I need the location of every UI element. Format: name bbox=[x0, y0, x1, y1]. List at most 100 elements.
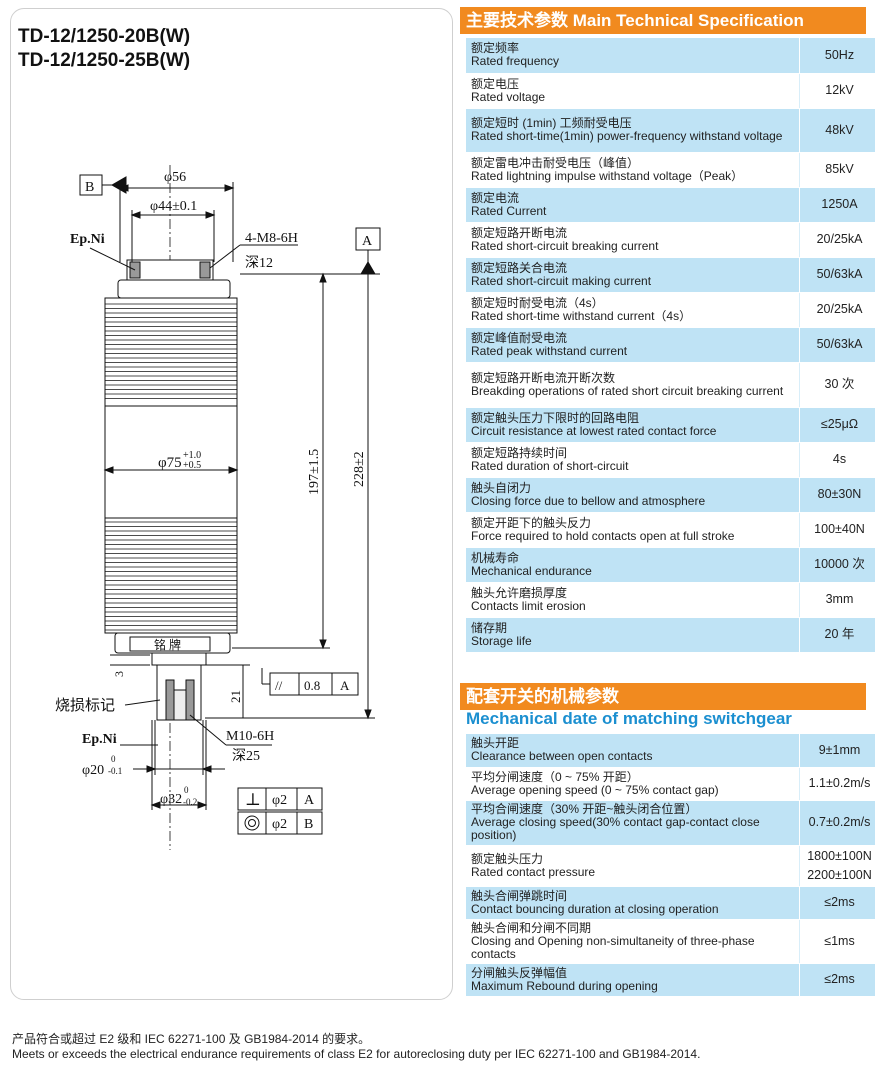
spec-value-text: 0.7±0.2m/s bbox=[808, 815, 871, 829]
concentricity-value: φ2 bbox=[272, 817, 287, 832]
dim-32-tol-upper: 0 bbox=[184, 785, 189, 795]
spec-value-text: 10000 次 bbox=[814, 557, 865, 571]
ep-ni-bottom-text: Ep.Ni bbox=[82, 732, 117, 747]
spec-value-text: 3mm bbox=[825, 592, 854, 606]
spec-value-text: 12kV bbox=[825, 83, 854, 97]
spec-label-zh: 额定雷电冲击耐受电压（峰值） bbox=[471, 155, 640, 170]
bottom-thread-right bbox=[185, 679, 195, 721]
dim-32-text: φ32 bbox=[160, 792, 182, 807]
spec-label-en: Mechanical endurance bbox=[471, 563, 592, 578]
spec-label-en: Closing force due to bellow and atmosphe… bbox=[471, 493, 706, 508]
dim-197-text: 197±1.5 bbox=[307, 449, 322, 495]
ep-ni-top-leader bbox=[89, 247, 136, 271]
spec-label-en: Circuit resistance at lowest rated conta… bbox=[471, 423, 717, 438]
spec-label-en: Rated short-circuit making current bbox=[471, 273, 652, 288]
technical-drawing: B A φ56 φ44±0.1 Ep.Ni 4-M8-6H 深12 φ75 +1… bbox=[55, 165, 381, 850]
spec-value-text: 20/25kA bbox=[816, 302, 863, 316]
spec-label-en: Contacts limit erosion bbox=[471, 598, 586, 613]
dim-56-text: φ56 bbox=[164, 170, 186, 185]
dim-44-text: φ44±0.1 bbox=[150, 199, 197, 214]
spec-label-zh: 额定开距下的触头反力 bbox=[471, 515, 592, 530]
spec-value-text: 1800±100N bbox=[807, 848, 872, 863]
spec-value-text-2: 2200±100N bbox=[807, 867, 872, 882]
spec-label-en: Contact bouncing duration at closing ope… bbox=[471, 901, 719, 916]
spec-value: 3mm bbox=[799, 582, 875, 618]
spec-label-en: Rated frequency bbox=[471, 54, 560, 69]
spec-label-en: Closing and Opening non-simultaneity of … bbox=[471, 933, 755, 961]
spec-label-en: Rated short-time(1min) power-frequency w… bbox=[471, 129, 783, 143]
spec-row: 平均合闸速度（30% 开距~触头闭合位置）Average closing spe… bbox=[466, 800, 875, 846]
spec-row: 额定雷电冲击耐受电压（峰值）Rated lightning impulse wi… bbox=[466, 152, 875, 188]
spec-value: 1800±100N 2200±100N bbox=[799, 845, 875, 887]
upper-ribs bbox=[105, 303, 237, 399]
spec-label-zh: 分闸触头反弹幅值 bbox=[471, 965, 568, 980]
spec-value: ≤2ms bbox=[799, 886, 875, 920]
spec-value: ≤1ms bbox=[799, 919, 875, 964]
spec-label-zh: 额定频率 bbox=[471, 41, 520, 56]
spec-value: 50Hz bbox=[799, 38, 875, 74]
depth-top-text: 深12 bbox=[245, 255, 273, 271]
perpendicularity-datum: A bbox=[304, 793, 315, 808]
dim-228-text: 228±2 bbox=[352, 451, 367, 487]
concentricity-frame bbox=[237, 811, 323, 835]
bottom-collar bbox=[151, 652, 207, 666]
thread-bottom-text: M10-6H bbox=[226, 729, 274, 744]
dim-75-text: φ75 bbox=[158, 455, 182, 471]
nameplate-box bbox=[129, 636, 211, 652]
concentricity-outer-circle bbox=[244, 815, 260, 831]
footer-en: Meets or exceeds the electrical enduranc… bbox=[12, 1047, 701, 1061]
top-flange bbox=[117, 279, 231, 299]
spec-label-en: Rated voltage bbox=[471, 89, 546, 104]
spec-value-text: 100±40N bbox=[814, 522, 865, 536]
model-name-1: TD-12/1250-20B(W) bbox=[18, 26, 191, 47]
spec-label-zh: 额定短路开断电流开断次数 bbox=[471, 370, 616, 385]
thread-top-text: 4-M8-6H bbox=[245, 231, 298, 246]
spec-label-en: Rated peak withstand current bbox=[471, 343, 628, 358]
dim-3-text: 3 bbox=[112, 671, 126, 677]
spec-label-en: Average closing speed(30% contact gap-co… bbox=[471, 815, 760, 842]
spec-value-text: 1250A bbox=[821, 197, 858, 211]
spec-value: 80±30N bbox=[799, 477, 875, 513]
spec-value-text: ≤25μΩ bbox=[820, 417, 859, 431]
thread-top-leader bbox=[209, 244, 241, 269]
spec-label-en: Average opening speed (0 ~ 75% contact g… bbox=[471, 782, 719, 797]
perpendicularity-symbol: ⊥ bbox=[245, 790, 261, 809]
datum-b-label: B bbox=[85, 180, 94, 195]
spec-label-zh: 平均分闸速度（0 ~ 75% 开距） bbox=[471, 769, 639, 784]
concentricity-inner-circle bbox=[248, 819, 256, 827]
spec-label-zh: 额定短时 (1min) 工频耐受电压 bbox=[471, 116, 632, 130]
spec-value: 20/25kA bbox=[799, 222, 875, 258]
spec-label-en: Rated short-time withstand current（4s） bbox=[471, 308, 692, 323]
spec-value-text: ≤2ms bbox=[824, 895, 855, 909]
spec-value-text: 80±30N bbox=[817, 487, 862, 501]
spec-label-en: Rated duration of short-circuit bbox=[471, 458, 629, 473]
spec-label-zh: 额定电压 bbox=[471, 76, 520, 91]
spec-label: 额定短时耐受电流（4s）Rated short-time withstand c… bbox=[466, 292, 800, 328]
dim-20-text: φ20 bbox=[82, 763, 104, 778]
perpendicularity-value: φ2 bbox=[272, 793, 287, 808]
bottom-bore bbox=[173, 689, 187, 721]
spec-value-text: 48kV bbox=[825, 122, 854, 137]
spec-value: 50/63kA bbox=[799, 257, 875, 293]
spec-value: 20 年 bbox=[799, 617, 875, 653]
burn-mark-text: 烧损标记 bbox=[55, 696, 115, 714]
spec-value: 85kV bbox=[799, 152, 875, 188]
